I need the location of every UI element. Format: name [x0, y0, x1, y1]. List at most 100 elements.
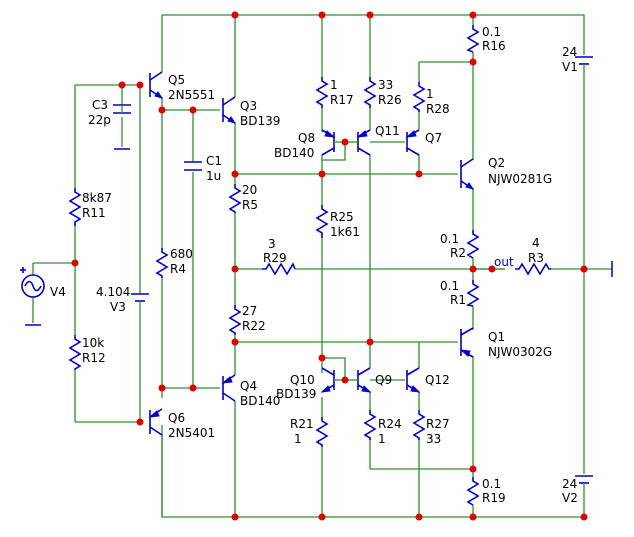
resistor-r26 — [363, 77, 377, 108]
resistor-r19 — [466, 477, 480, 506]
wires — [32, 14, 612, 518]
r12-value: 10k — [82, 336, 104, 350]
q3-part: BD139 — [240, 114, 280, 128]
r27-value: 33 — [426, 432, 441, 446]
r21-value: 1 — [294, 432, 302, 446]
c3-value: 22p — [88, 113, 111, 127]
r16-value: 0.1 — [482, 25, 501, 39]
r29-value: 3 — [268, 237, 276, 251]
resistor-r29 — [262, 262, 296, 276]
sine-source-v4-icon — [20, 267, 45, 298]
r11-ref: R11 — [82, 206, 106, 220]
battery-v2-icon — [575, 475, 593, 487]
transistor-q12-icon — [406, 367, 421, 393]
resistor-r24 — [363, 410, 377, 440]
transistor-q11-icon — [352, 129, 371, 156]
capacitor-c1 — [184, 161, 202, 171]
r3-value: 4 — [532, 236, 540, 250]
c1-ref: C1 — [206, 154, 222, 168]
v3-ref: V3 — [110, 300, 126, 314]
transistor-q5-icon — [149, 71, 164, 99]
r27-ref: R27 — [426, 417, 450, 431]
r25-ref: R25 — [330, 210, 354, 224]
v1-ref: V1 — [562, 60, 578, 74]
transistor-q8-icon — [321, 129, 340, 156]
transistor-q3-icon — [222, 96, 237, 124]
battery-v1-icon — [575, 56, 593, 73]
transistors — [148, 71, 475, 517]
r22-value: 27 — [242, 304, 257, 318]
r2-value: 0.1 — [440, 232, 459, 246]
r5-value: 20 — [242, 183, 257, 197]
battery-v3-icon — [131, 293, 149, 304]
r2-ref: R2 — [450, 246, 466, 260]
resistor-r21 — [315, 417, 329, 447]
q10-ref: Q10 — [290, 373, 315, 387]
transistor-q10-icon — [320, 367, 340, 393]
resistor-r25 — [315, 205, 329, 238]
r1-value: 0.1 — [440, 279, 459, 293]
q12-ref: Q12 — [425, 373, 450, 387]
q4-part: BD140 — [240, 394, 280, 408]
q2-ref: Q2 — [488, 156, 505, 170]
r5-ref: R5 — [242, 198, 258, 212]
r17-ref: R17 — [330, 93, 354, 107]
q2-part: NJW0281G — [488, 172, 552, 186]
r24-ref: R24 — [378, 417, 402, 431]
capacitors — [113, 104, 202, 171]
transistor-q6-icon — [148, 408, 163, 517]
r11-value: 8k87 — [82, 191, 112, 205]
resistor-r17 — [315, 77, 329, 108]
q11-ref: Q11 — [375, 124, 400, 138]
q8-ref: Q8 — [298, 131, 315, 145]
r26-ref: R26 — [378, 93, 402, 107]
r17-value: 1 — [330, 78, 338, 92]
q4-ref: Q4 — [240, 379, 257, 393]
q3-ref: Q3 — [240, 99, 257, 113]
v2-ref: V2 — [562, 491, 578, 505]
q5-ref: Q5 — [168, 73, 185, 87]
transistor-q9-icon — [352, 367, 372, 393]
r29-ref: R29 — [263, 251, 287, 265]
c1-value: 1u — [206, 169, 221, 183]
c3-ref: C3 — [92, 98, 108, 112]
r26-value: 33 — [378, 78, 393, 92]
r16-ref: R16 — [482, 39, 506, 53]
q6-part: 2N5401 — [168, 426, 215, 440]
transistor-q7-icon — [405, 129, 420, 156]
r1-ref: R1 — [450, 293, 466, 307]
ground-symbols — [25, 148, 613, 326]
resistor-r5 — [228, 184, 242, 213]
q1-part: NJW0302G — [488, 345, 552, 359]
r4-ref: R4 — [170, 262, 186, 276]
r25-value: 1k61 — [330, 225, 360, 239]
capacitor-c3 — [113, 104, 131, 114]
r4-value: 680 — [170, 247, 193, 261]
r19-value: 0.1 — [482, 477, 501, 491]
transistor-q2-icon — [460, 158, 475, 190]
v1-value: 24 — [562, 45, 577, 59]
q1-ref: Q1 — [488, 330, 505, 344]
r3-ref: R3 — [528, 251, 544, 265]
r22-ref: R22 — [242, 319, 266, 333]
r19-ref: R19 — [482, 491, 506, 505]
resistors — [68, 25, 551, 506]
q7-ref: Q7 — [425, 131, 442, 145]
net-label-out: out — [494, 255, 514, 269]
junction-dots — [71, 11, 588, 521]
resistor-r4 — [155, 248, 169, 278]
v3-value: 4.104 — [96, 285, 130, 299]
resistor-r3 — [515, 262, 551, 276]
q9-ref: Q9 — [375, 373, 392, 387]
labels: Q5 2N5551 Q3 BD139 C3 22p C1 1u 8k87 R11… — [50, 25, 578, 505]
r12-ref: R12 — [82, 351, 106, 365]
v2-value: 24 — [562, 477, 577, 491]
resistor-r11 — [68, 188, 82, 226]
resistor-r1 — [465, 280, 480, 307]
voltage-sources — [20, 56, 593, 487]
v4-ref: V4 — [50, 285, 66, 299]
resistor-r2 — [466, 230, 480, 259]
resistor-r12 — [68, 335, 82, 370]
q6-ref: Q6 — [168, 411, 185, 425]
